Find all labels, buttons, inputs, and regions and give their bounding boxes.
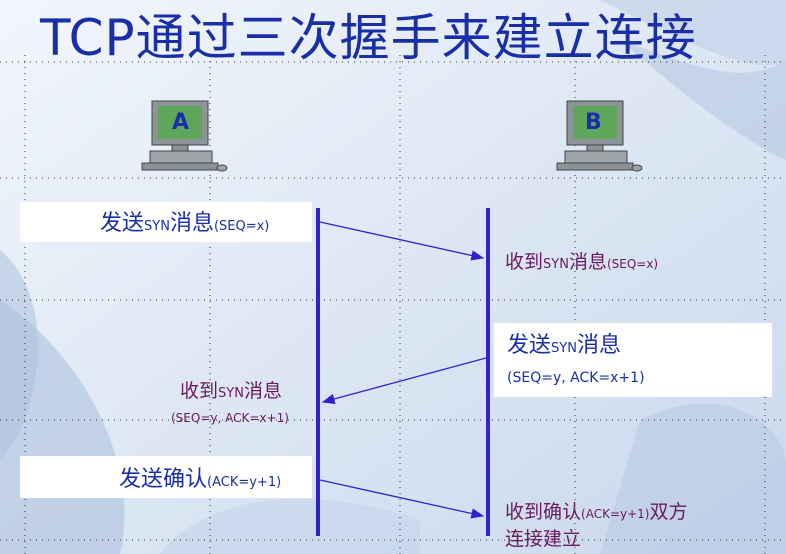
ack-arrow: [319, 479, 485, 519]
syn-ack-arrow: [321, 357, 487, 404]
step3-a-text: 发送确认(ACK=y+1): [119, 467, 282, 492]
step2-a-param: (SEQ=y, ACK=x+1): [171, 411, 289, 425]
syn-arrow: [319, 221, 485, 261]
page-title: TCP通过三次握手来建立连接: [40, 9, 697, 67]
step3-b-text: 收到确认(ACK=y+1)双方: [505, 501, 688, 523]
step2-a-text: 收到SYN消息: [180, 380, 282, 402]
host-a-label: A: [172, 110, 190, 135]
step3-b-line2: 连接建立: [505, 528, 582, 550]
step3-a-box: [20, 456, 312, 498]
step1-a-box: [20, 202, 312, 242]
step2-b-box: [494, 323, 772, 397]
step1-b-text: 收到SYN消息(SEQ=x): [505, 251, 659, 273]
step2-b-param: (SEQ=y, ACK=x+1): [507, 370, 645, 386]
computer-b-icon: [556, 100, 643, 172]
step1-a-text: 发送SYN消息(SEQ=x): [100, 211, 270, 236]
computer-a-icon: [141, 100, 228, 172]
step2-b-text: 发送SYN消息: [507, 333, 621, 358]
host-b-label: B: [585, 110, 602, 135]
